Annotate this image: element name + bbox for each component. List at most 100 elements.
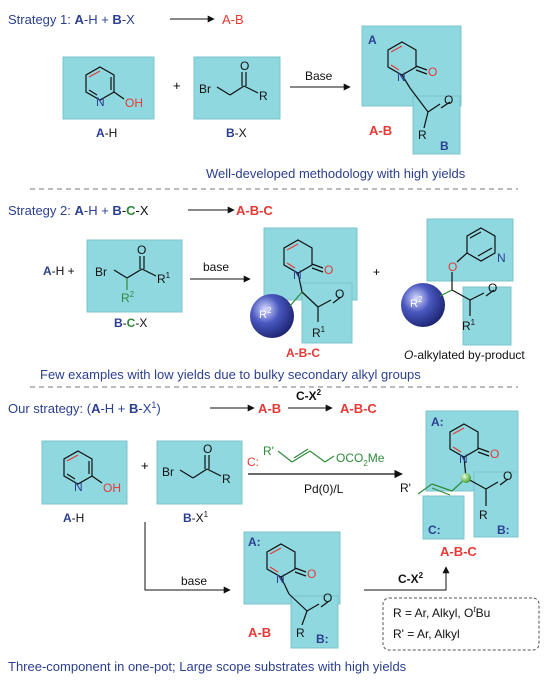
byproduct-structure [439, 227, 496, 316]
our-label-bx: B-X1 [183, 510, 209, 525]
our-product-atom-o-ketone: O [503, 469, 512, 483]
our-title-mid: A-B [258, 401, 281, 416]
atom-br: Br [199, 82, 211, 96]
label-ah: A-H [96, 126, 117, 140]
our-atom-oh: OH [103, 481, 121, 495]
our-atom-n: N [74, 480, 83, 494]
abc-b-box [301, 282, 353, 344]
atom-o-ketone: O [444, 93, 453, 107]
byproduct-atom-r1: R1 [462, 318, 476, 333]
abc-atom-r1: R1 [312, 325, 326, 340]
legend-line-1: R = Ar, Alkyl, OtBu [393, 605, 490, 620]
our-product-atom-o: O [490, 447, 499, 461]
stereocenter-node [461, 473, 471, 483]
bcx-structure [113, 256, 157, 290]
bcx-atom-o: O [137, 243, 146, 257]
mid-box-label-a: A: [248, 535, 261, 549]
label-bcx: B-C-X [114, 316, 147, 330]
our-ah-box [41, 440, 128, 505]
box-label-a: A [368, 33, 377, 47]
reagent-carbonate: OCO2Me [336, 451, 385, 468]
ah-box [62, 56, 155, 120]
mid-atom-o: O [307, 567, 316, 581]
our-base-label: base [181, 574, 207, 588]
legend-line-2: R' = Ar, Alkyl [393, 627, 460, 641]
our-caption: Three-component in one-pot; Large scope … [8, 659, 407, 674]
abc-structure [283, 239, 342, 322]
atom-o-product: O [428, 65, 437, 79]
reagent-base: Base [305, 69, 333, 83]
abc-atom-o: O [324, 263, 333, 277]
strategy2-lhs: A-H + [43, 264, 75, 278]
byproduct-b-box [462, 286, 512, 346]
our-label-ah: A-H [63, 511, 84, 525]
our-atom-br: Br [162, 465, 174, 479]
our-strategy: Our strategy: (A-H + B-X1) A-B C-X2 A-B-… [8, 388, 540, 674]
label-abc: A-B-C [286, 346, 320, 360]
allyl-carbonate-structure [277, 448, 335, 463]
mid-b-box [290, 595, 339, 649]
bcx-atom-r2: R2 [121, 290, 135, 305]
cx2-label: C-X2 [398, 571, 424, 586]
strategy1-caption: Well-developed methodology with high yie… [206, 166, 466, 181]
substituent-legend [382, 597, 540, 651]
strategy2-caption: Few examples with low yields due to bulk… [40, 367, 421, 382]
plus-sign-2: + [373, 265, 380, 279]
byproduct-atom-r2: R2 [410, 295, 423, 310]
our-bx-box [156, 440, 243, 505]
atom-o: O [240, 59, 249, 73]
our-product-atom-n: N [459, 452, 468, 466]
abc-atom-r2: R2 [259, 306, 272, 321]
our-atom-r: R [222, 472, 231, 486]
mid-atom-r: R [296, 626, 305, 640]
mid-structure [266, 543, 330, 626]
strategy1-title-result: A-B [222, 12, 244, 27]
abc-atom-n: N [293, 268, 302, 282]
our-product-atom-r: R [479, 508, 488, 522]
bcx-box [86, 239, 183, 313]
reagent-r-prime: R' [263, 444, 274, 458]
bulky-group-sphere [250, 294, 294, 338]
atom-n-product: N [397, 70, 406, 84]
strategy1: Strategy 1: A-H + B-X A-B N OH A-H + Br … [8, 12, 518, 190]
strategy2: Strategy 2: A-H + B-C-X A-B-C A-H + Br O… [8, 203, 525, 388]
our-title: Our strategy: (A-H + B-X1) [8, 400, 161, 416]
our-box-label-a: A: [431, 415, 444, 429]
label-bx: B-X [226, 126, 247, 140]
bx-box [193, 56, 281, 120]
cx2-arrow [364, 566, 450, 591]
our-box-label-b: B: [497, 523, 510, 537]
our-product-c-box [422, 495, 465, 540]
byproduct-atom-o: O [448, 260, 457, 274]
our-title-result: A-B-C [340, 401, 377, 416]
bcx-atom-br: Br [95, 265, 107, 279]
label-product-ab: A-B [369, 123, 392, 138]
byproduct-sphere [401, 283, 445, 327]
reagent-c-label: C: [247, 455, 259, 469]
product-a-box [361, 25, 462, 107]
box-label-b: B [440, 139, 449, 153]
mid-atom-o-ketone: O [323, 591, 332, 605]
mid-label-ab: A-B [248, 625, 271, 640]
reagent-base-2: base [203, 260, 229, 274]
byproduct-atom-n: N [497, 251, 506, 265]
strategy2-title: Strategy 2: A-H + B-C-X [8, 203, 149, 218]
mid-atom-n: N [276, 572, 285, 586]
hydroxypyridine-structure [85, 66, 125, 101]
atom-r-product: R [418, 128, 427, 142]
atom-n: N [96, 95, 105, 109]
our-atom-o: O [203, 442, 212, 456]
our-product-atom-rp: R' [400, 481, 411, 495]
plus-sign: + [173, 78, 181, 93]
our-plus-sign: + [141, 458, 149, 473]
strategy1-title: Strategy 1: A-H + B-X [8, 12, 135, 27]
strategy2-title-result: A-B-C [236, 203, 273, 218]
catalyst-label: Pd(0)/L [304, 482, 344, 496]
our-hydroxypyridine-structure [63, 450, 103, 485]
bcx-atom-r1: R1 [157, 271, 171, 286]
our-title-reagent: C-X2 [296, 388, 322, 403]
byproduct-a-box [426, 218, 514, 282]
atom-oh: OH [125, 96, 143, 110]
our-bromoketone-structure [179, 455, 222, 479]
